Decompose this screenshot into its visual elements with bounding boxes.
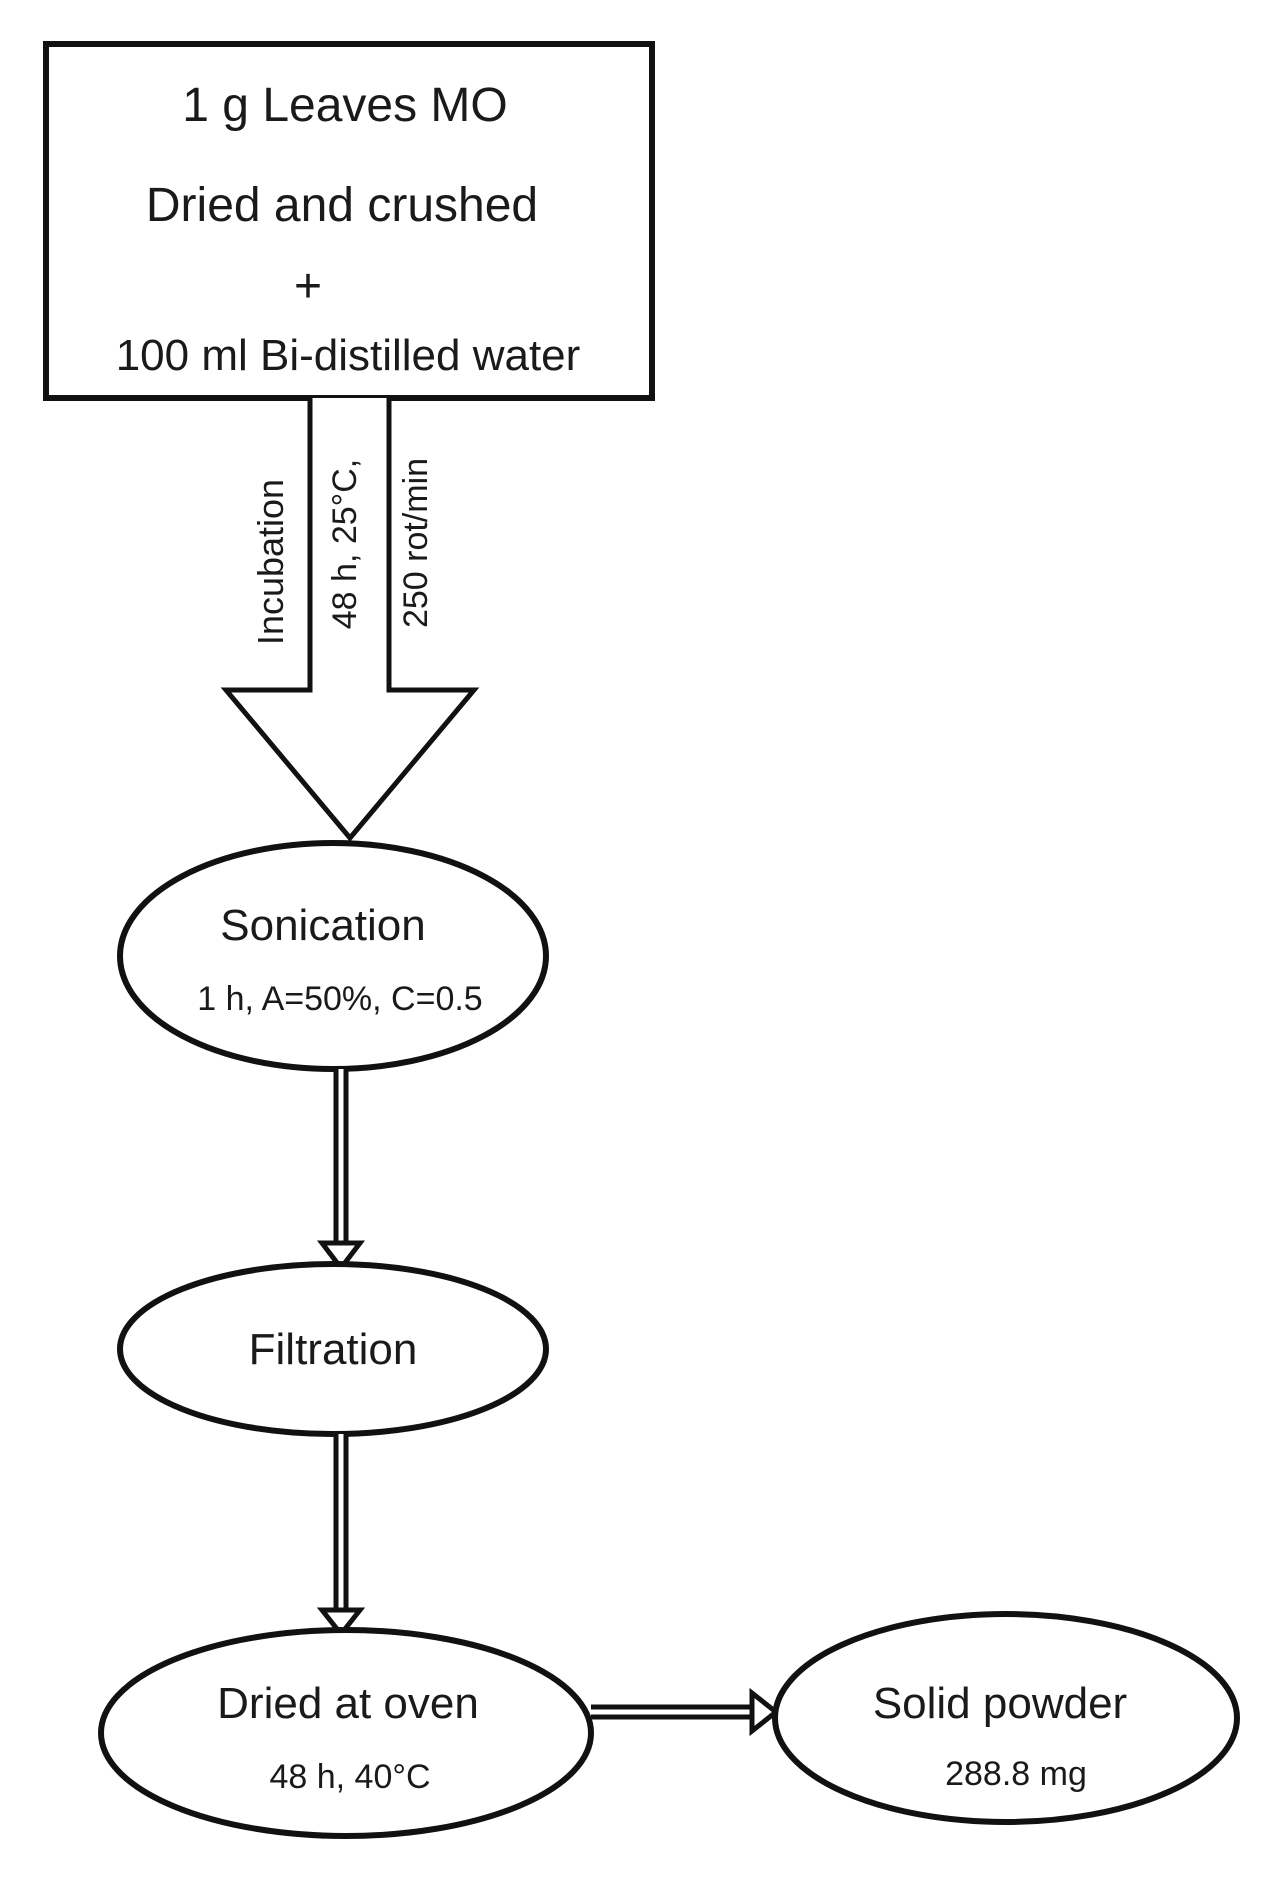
arrow-head [316,1240,366,1273]
sonication-details: 1 h, A=50%, C=0.5 [197,980,482,1018]
sonication-title: Sonication [220,901,425,950]
product-details: 288.8 mg [945,1755,1087,1793]
drying-title: Dried at oven [217,1679,479,1728]
start-box: 1 g Leaves MO Dried and crushed + 100 ml… [43,41,655,401]
incubation-condition-1: 48 h, 25°C, [326,459,364,629]
incubation-label: Incubation [250,479,291,645]
drying-node: Dried at oven 48 h, 40°C [98,1627,594,1839]
filtration-node: Filtration [117,1261,549,1437]
drying-ellipse [98,1627,594,1839]
start-box-plus: + [294,260,322,313]
start-box-line-3: 100 ml Bi-distilled water [116,331,581,380]
sonication-ellipse [117,840,549,1072]
arrow-head [749,1687,781,1737]
incubation-arrow: Incubation 48 h, 25°C, 250 rot/min [220,398,480,842]
sonication-node: Sonication 1 h, A=50%, C=0.5 [117,840,549,1072]
arrow-drying-to-product [591,1687,781,1737]
incubation-arrow-shape [220,398,480,842]
arrow-head [316,1607,366,1639]
drying-details: 48 h, 40°C [269,1758,430,1796]
product-node: Solid powder 288.8 mg [772,1611,1240,1825]
arrow-sonication-to-filtration [316,1069,366,1273]
product-ellipse [772,1611,1240,1825]
filtration-ellipse [117,1261,549,1437]
arrow-filtration-to-drying [316,1434,366,1639]
incubation-condition-2: 250 rot/min [397,458,435,628]
start-box-line-1: 1 g Leaves MO [182,79,508,132]
product-title: Solid powder [873,1679,1127,1728]
filtration-title: Filtration [249,1325,418,1374]
start-box-line-2: Dried and crushed [146,179,538,232]
start-box-frame [43,41,655,401]
